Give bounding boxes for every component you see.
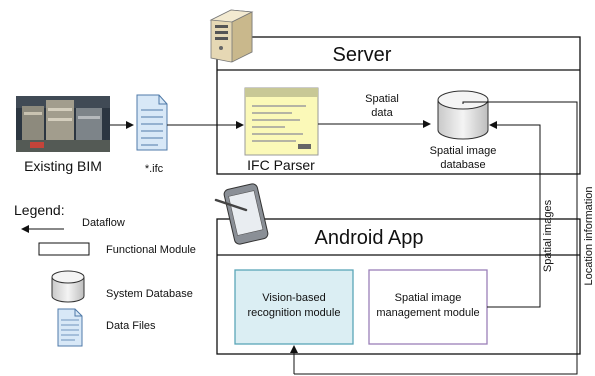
vision-module-label-line1: Vision-based [262, 292, 325, 304]
vision-recognition-module: Vision-based recognition module [234, 269, 354, 345]
legend-data-files-label: Data Files [106, 320, 156, 332]
android-app-title: Android App [315, 227, 424, 249]
management-module-label-line1: Spatial image [395, 292, 462, 304]
legend-data-file-icon [57, 308, 83, 347]
spatial-data-label-line2: data [371, 107, 393, 119]
server-icon [209, 9, 254, 63]
legend-dataflow-label: Dataflow [82, 217, 125, 229]
spatial-image-database: Spatial image database [430, 90, 497, 171]
spatial-image-management-module: Spatial image management module [368, 269, 488, 345]
legend-system-database-label: System Database [106, 288, 193, 300]
existing-bim-label: Existing BIM [24, 158, 102, 174]
ifc-file-label: *.ifc [145, 163, 164, 175]
legend-title: Legend: [14, 202, 65, 218]
legend-functional-module-label: Functional Module [106, 244, 196, 256]
legend-functional-module-icon [38, 242, 90, 256]
tablet-icon [214, 183, 269, 245]
legend: Legend: Dataflow Functional Module Syste… [14, 202, 196, 347]
ifc-parser-module: IFC Parser [244, 87, 319, 173]
ifc-parser-label: IFC Parser [247, 157, 315, 173]
arrow-spatial-images [487, 121, 541, 308]
legend-database-icon [51, 270, 85, 303]
location-information-line [294, 101, 578, 375]
existing-bim-image: Existing BIM [16, 96, 110, 174]
ifc-file-icon [136, 94, 168, 151]
server-title: Server [333, 44, 392, 66]
vision-module-label-line2: recognition module [248, 307, 341, 319]
location-information-label: Location information [583, 186, 595, 285]
spatial-images-label: Spatial images [542, 199, 554, 272]
spatial-db-label-line1: Spatial image [430, 145, 497, 157]
spatial-data-label-line1: Spatial [365, 93, 399, 105]
spatial-db-label-line2: database [440, 159, 485, 171]
management-module-label-line2: management module [376, 307, 479, 319]
